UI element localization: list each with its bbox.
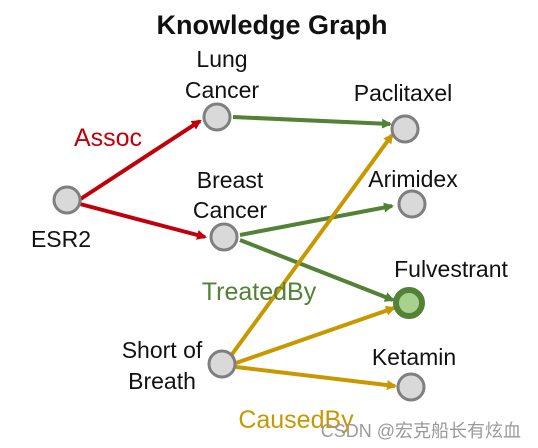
edge-esr2-breast-cancer — [79, 202, 207, 240]
edge-breast-cancer-fulvestrant — [239, 238, 395, 302]
node-label-fulvestrant: Fulvestrant — [394, 256, 508, 282]
node-label-lung-line2: Cancer — [185, 77, 259, 103]
node-lung-cancer — [202, 102, 232, 132]
node-label-short-line2: Breath — [128, 368, 196, 394]
edge-short-of-breath-fulvestrant — [235, 305, 396, 365]
node-esr2 — [52, 185, 82, 215]
node-label-arimidex: Arimidex — [368, 166, 458, 192]
relation-label-causedby: CausedBy — [238, 406, 354, 434]
edge-lung-cancer-paclitaxel — [232, 115, 392, 129]
node-paclitaxel — [390, 114, 420, 144]
relation-label-assoc: Assoc — [74, 124, 142, 152]
node-arimidex — [397, 189, 427, 219]
node-label-ketamin: Ketamin — [372, 344, 456, 370]
relation-label-treatedby: TreatedBy — [202, 278, 317, 306]
node-fulvestrant — [393, 287, 425, 319]
watermark-text: CSDN @宏克船长有炫血 — [321, 421, 521, 441]
node-label-esr2: ESR2 — [31, 226, 91, 252]
node-breast-cancer — [209, 222, 239, 252]
node-label-lung-line1: Lung — [196, 46, 247, 72]
node-label-breast-line1: Breast — [197, 167, 264, 193]
edge-breast-cancer-arimidex — [239, 202, 394, 237]
diagram-title: Knowledge Graph — [156, 10, 387, 40]
node-ketamin — [396, 372, 426, 402]
edge-short-of-breath-paclitaxel — [228, 133, 394, 359]
node-short-of-breath — [207, 349, 237, 379]
edge-short-of-breath-ketamin — [235, 365, 397, 391]
node-label-breast-line2: Cancer — [193, 197, 267, 223]
node-label-paclitaxel: Paclitaxel — [354, 80, 452, 106]
edge-esr2-lung-cancer — [77, 119, 202, 202]
node-label-short-line1: Short of — [122, 337, 203, 363]
